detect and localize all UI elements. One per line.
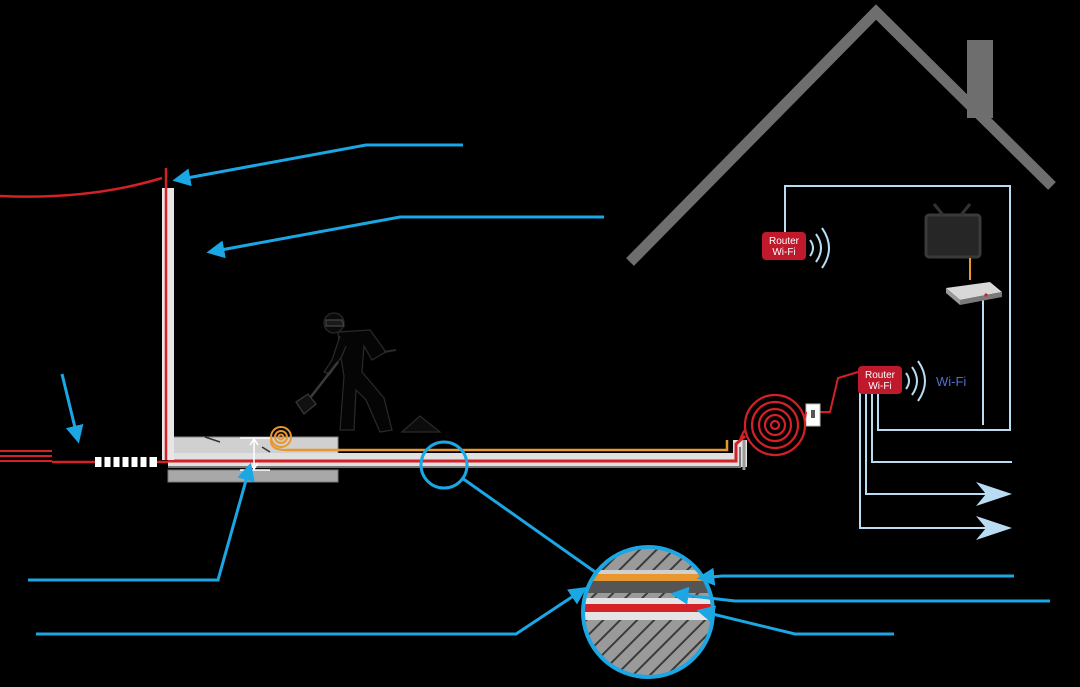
router-upper-line1: Router — [769, 236, 800, 247]
microduct-coil — [269, 426, 292, 451]
house-cabling — [784, 185, 1012, 529]
house-outline — [626, 4, 1056, 266]
chimney — [967, 40, 993, 118]
worker-digging-icon — [295, 312, 442, 433]
magnifier-connector — [461, 476, 599, 576]
outgoing-arrow-lower — [976, 516, 1012, 540]
router-lower-line1: Router — [865, 370, 896, 381]
router-upper-line2: Wi-Fi — [772, 247, 795, 258]
magnifier-circle — [581, 545, 715, 679]
callout-pole — [206, 215, 604, 259]
fiber-coil-icon — [738, 393, 808, 457]
incoming-cable — [0, 450, 168, 467]
wifi-label: Wi-Fi — [936, 374, 966, 389]
callout-depth — [28, 462, 255, 582]
orange-microduct — [286, 440, 729, 452]
onu-box-icon — [946, 282, 1002, 305]
callout-arrows — [28, 143, 1050, 636]
callout-aerial-cable — [172, 143, 463, 187]
red-fiber-line — [168, 434, 746, 463]
outlet-socket — [811, 410, 815, 418]
magnifier-source-circle — [419, 440, 469, 490]
utility-pole — [162, 168, 174, 460]
wifi-waves-icon — [905, 360, 926, 402]
aerial-fiber-cable — [0, 176, 163, 198]
router-badge-lower: Router Wi-Fi — [858, 366, 902, 394]
router-lower-line2: Wi-Fi — [868, 381, 891, 392]
outlet-to-router-cable — [812, 371, 859, 413]
callout-conduit — [696, 605, 894, 636]
wifi-waves-icon — [809, 227, 830, 269]
outgoing-arrow-upper — [976, 482, 1012, 506]
callout-red-fiber — [670, 586, 1050, 605]
callout-incoming — [60, 373, 84, 444]
callout-orange-duct — [696, 567, 1014, 586]
router-badge-upper: Router Wi-Fi — [762, 232, 806, 260]
callout-hatched-ground — [36, 587, 588, 636]
tv-icon — [924, 203, 982, 259]
